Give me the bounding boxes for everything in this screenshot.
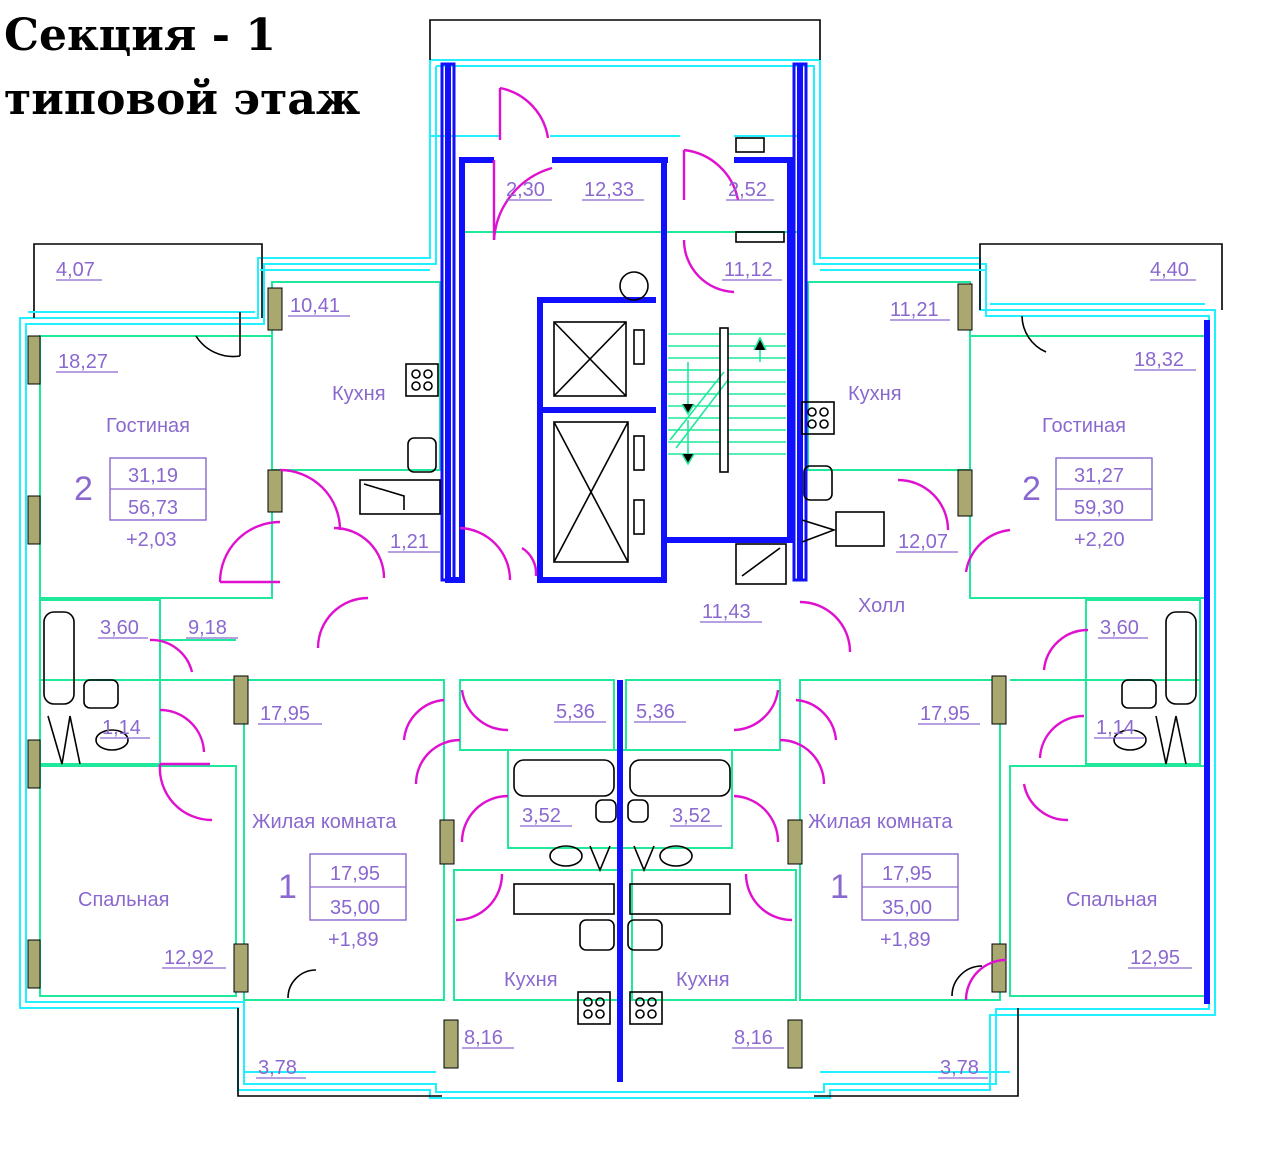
doors (149, 86, 1089, 1001)
area-label: 4,07 (56, 259, 95, 281)
room-name: Гостиная (1042, 415, 1126, 437)
summary-boxes (109, 457, 1153, 921)
area-label: 11,21 (890, 299, 939, 321)
balcony-area: +2,03 (126, 529, 177, 551)
room-labels: 2,30 12,33 2,52 11,12 4,07 10,41 18,27 К… (56, 179, 1189, 1079)
load-bearing-walls (440, 62, 1210, 1082)
living-area: 17,95 (882, 863, 932, 885)
area-label: 10,41 (290, 295, 340, 317)
room-name: Кухня (332, 383, 386, 405)
area-label: 3,60 (100, 617, 139, 639)
room-name: Холл (858, 595, 905, 617)
area-label: 12,95 (1130, 947, 1180, 969)
room-name: Кухня (504, 969, 558, 991)
area-label: 1,21 (390, 531, 429, 553)
area-label: 9,18 (188, 617, 227, 639)
area-label: 11,12 (724, 259, 773, 281)
room-name: Кухня (676, 969, 730, 991)
room-name: Жилая комната (808, 811, 953, 833)
area-label: 5,36 (636, 701, 675, 723)
area-label: 1,14 (1096, 717, 1135, 739)
outer-walls (19, 19, 1223, 1099)
area-label: 12,33 (584, 179, 634, 201)
balcony-area: +2,20 (1074, 529, 1125, 551)
staircase (668, 327, 786, 473)
plan-title: Секция - 1 (4, 10, 276, 61)
area-label: 3,60 (1100, 617, 1139, 639)
plan-subtitle: типовой этаж (4, 74, 361, 125)
apartment-rooms-count: 1 (830, 868, 849, 906)
living-area: 31,19 (128, 465, 178, 487)
sanitary-fixtures (43, 137, 1197, 1025)
living-area: 17,95 (330, 863, 380, 885)
area-label: 8,16 (464, 1027, 503, 1049)
area-label: 4,40 (1150, 259, 1189, 281)
area-label: 17,95 (920, 703, 970, 725)
area-label: 1,14 (102, 717, 141, 739)
area-label: 17,95 (260, 703, 310, 725)
area-label: 8,16 (734, 1027, 773, 1049)
balcony-doors (195, 312, 1047, 999)
area-label: 3,78 (940, 1057, 979, 1079)
area-label: 2,30 (506, 179, 545, 201)
living-area: 31,27 (1074, 465, 1124, 487)
elevators (553, 321, 645, 563)
balcony-area: +1,89 (880, 929, 931, 951)
area-label: 5,36 (556, 701, 595, 723)
balcony-area: +1,89 (328, 929, 379, 951)
apartment-rooms-count: 1 (278, 868, 297, 906)
room-name: Спальная (1066, 889, 1157, 911)
area-label: 18,32 (1134, 349, 1184, 371)
room-name: Кухня (848, 383, 902, 405)
room-name: Гостиная (106, 415, 190, 437)
area-label: 2,52 (728, 179, 767, 201)
area-label: 18,27 (58, 351, 108, 373)
total-area: 35,00 (330, 897, 380, 919)
area-label: 11,43 (702, 601, 751, 623)
area-label: 3,52 (522, 805, 561, 827)
room-name: Спальная (78, 889, 169, 911)
total-area: 59,30 (1074, 497, 1124, 519)
room-name: Жилая комната (252, 811, 397, 833)
area-label: 3,78 (258, 1057, 297, 1079)
apartment-rooms-count: 2 (1022, 470, 1041, 508)
apartment-rooms-count: 2 (74, 470, 93, 508)
total-area: 35,00 (882, 897, 932, 919)
total-area: 56,73 (128, 497, 178, 519)
area-label: 12,07 (898, 531, 948, 553)
label-underlines (56, 199, 1196, 1079)
area-label: 3,52 (672, 805, 711, 827)
windows (27, 283, 1007, 1069)
area-label: 12,92 (164, 947, 214, 969)
